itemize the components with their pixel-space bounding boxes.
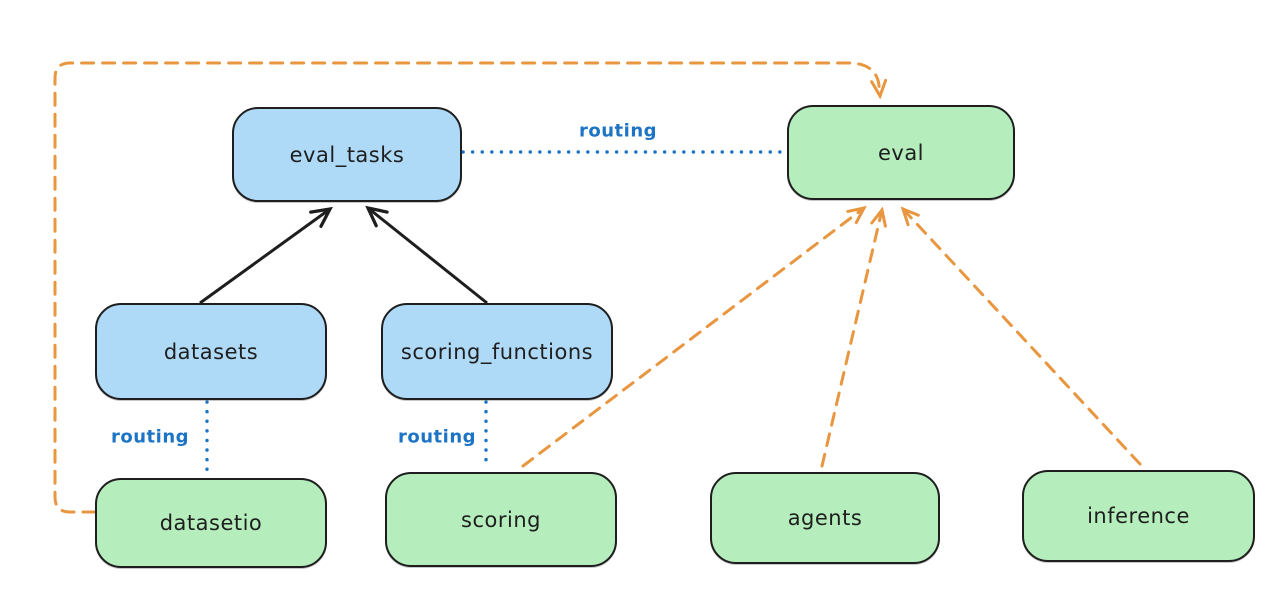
node-agents-label: agents xyxy=(787,506,863,530)
node-datasets-label: datasets xyxy=(163,339,259,364)
node-scoring-functions: scoring_functions xyxy=(381,303,613,400)
node-inference-label: inference xyxy=(1087,504,1190,528)
node-inference: inference xyxy=(1022,470,1255,562)
edge-scoring-to-eval xyxy=(521,208,864,468)
node-agents: agents xyxy=(710,472,940,564)
edge-inference-to-eval xyxy=(903,209,1142,466)
node-datasets: datasets xyxy=(95,303,327,400)
edge-label-routing-datasets: routing xyxy=(110,426,190,448)
node-datasetio: datasetio xyxy=(95,478,327,568)
node-eval-label: eval xyxy=(877,140,925,165)
node-eval-tasks: eval_tasks xyxy=(232,107,462,202)
node-scoring-functions-label: scoring_functions xyxy=(400,339,594,364)
edge-label-routing-scoring: routing xyxy=(397,426,477,448)
node-scoring-label: scoring xyxy=(461,507,541,532)
node-scoring: scoring xyxy=(385,472,617,567)
edge-scoring-functions-to-eval-tasks xyxy=(368,208,488,305)
node-eval-tasks-label: eval_tasks xyxy=(289,142,405,167)
edge-datasets-to-eval-tasks xyxy=(199,209,330,305)
edge-agents-to-eval xyxy=(820,210,882,468)
node-eval: eval xyxy=(787,105,1015,200)
edge-label-routing-top: routing xyxy=(578,120,658,142)
node-datasetio-label: datasetio xyxy=(159,511,263,535)
